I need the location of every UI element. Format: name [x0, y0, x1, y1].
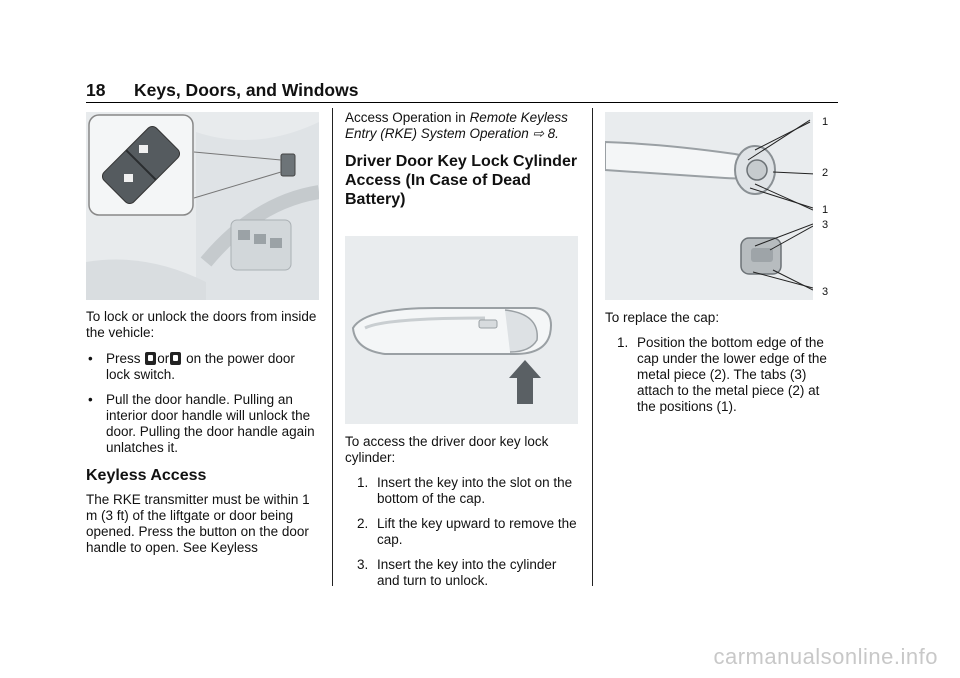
bullet1-mid: or: [157, 351, 170, 366]
page-number: 18: [86, 80, 106, 100]
bullet-pull-handle: • Pull the door handle. Pulling an inter…: [86, 392, 322, 456]
bullet-mark: •: [88, 392, 93, 407]
door-lock-switch-illustration: [86, 112, 319, 300]
rke-operation-link[interactable]: Remote Keyless Entry (RKE) System Operat…: [345, 110, 568, 141]
bullet2-text: Pull the door handle. Pulling an interio…: [106, 392, 315, 455]
continued-text: Access Operation in: [345, 110, 470, 125]
lock-icon: [145, 352, 157, 365]
callout-3-bottom: 3: [822, 286, 829, 298]
column-3: To replace the cap: 1. Position the bott…: [605, 310, 841, 415]
step-number: 3.: [357, 557, 369, 572]
callout-1-top: 1: [822, 116, 829, 128]
unlock-icon: [170, 352, 182, 365]
replace-cap-intro: To replace the cap:: [605, 310, 720, 325]
bullet-press-switch: • Press or on the power door lock switch…: [86, 351, 322, 383]
door-handle-illustration: [345, 236, 578, 424]
page-reference[interactable]: ⇨ 8.: [532, 126, 559, 141]
step-text: Lift the key upward to remove the cap.: [377, 516, 577, 547]
column-1: To lock or unlock the doors from inside …: [86, 309, 322, 556]
key-lock-cylinder-heading: Driver Door Key Lock Cylinder Access (In…: [345, 153, 578, 208]
keyless-access-heading: Keyless Access: [86, 467, 207, 484]
callout-3-top: 3: [822, 219, 829, 231]
column-2-lower: To access the driver door key lock cylin…: [345, 434, 581, 589]
column-divider-1: [332, 108, 333, 586]
step-number: 1.: [357, 475, 369, 490]
replace-cap-step-1: 1. Position the bottom edge of the cap u…: [605, 335, 841, 415]
step-text: Position the bottom edge of the cap unde…: [637, 335, 827, 414]
cylinder-step-1: 1. Insert the key into the slot on the b…: [345, 475, 581, 507]
cylinder-step-2: 2. Lift the key upward to remove the cap…: [345, 516, 581, 548]
step-number: 2.: [357, 516, 369, 531]
callout-2: 2: [822, 167, 829, 179]
watermark: carmanualsonline.info: [713, 644, 938, 669]
bullet-mark: •: [88, 351, 93, 366]
column-divider-2: [592, 108, 593, 586]
step-number: 1.: [617, 335, 629, 350]
continued-reference: Access Operation in Remote Keyless Entry…: [345, 110, 581, 142]
bullet1-pre: Press: [106, 351, 141, 366]
callout-1-bottom: 1: [822, 204, 829, 216]
lock-intro: To lock or unlock the doors from inside …: [86, 309, 317, 340]
cylinder-intro: To access the driver door key lock cylin…: [345, 434, 549, 465]
step-text: Insert the key into the cylinder and tur…: [377, 557, 557, 588]
step-text: Insert the key into the slot on the bott…: [377, 475, 573, 506]
header-rule: [86, 102, 838, 103]
keyless-access-text: The RKE transmitter must be within 1 m (…: [86, 492, 310, 555]
bullet1-post: on the power door lock switch.: [106, 351, 295, 382]
section-title: Keys, Doors, and Windows: [134, 80, 359, 100]
column-2: Access Operation in Remote Keyless Entry…: [345, 110, 581, 209]
cap-replacement-illustration: [605, 112, 813, 300]
cylinder-step-3: 3. Insert the key into the cylinder and …: [345, 557, 581, 589]
page-header: 18 Keys, Doors, and Windows: [86, 80, 358, 101]
